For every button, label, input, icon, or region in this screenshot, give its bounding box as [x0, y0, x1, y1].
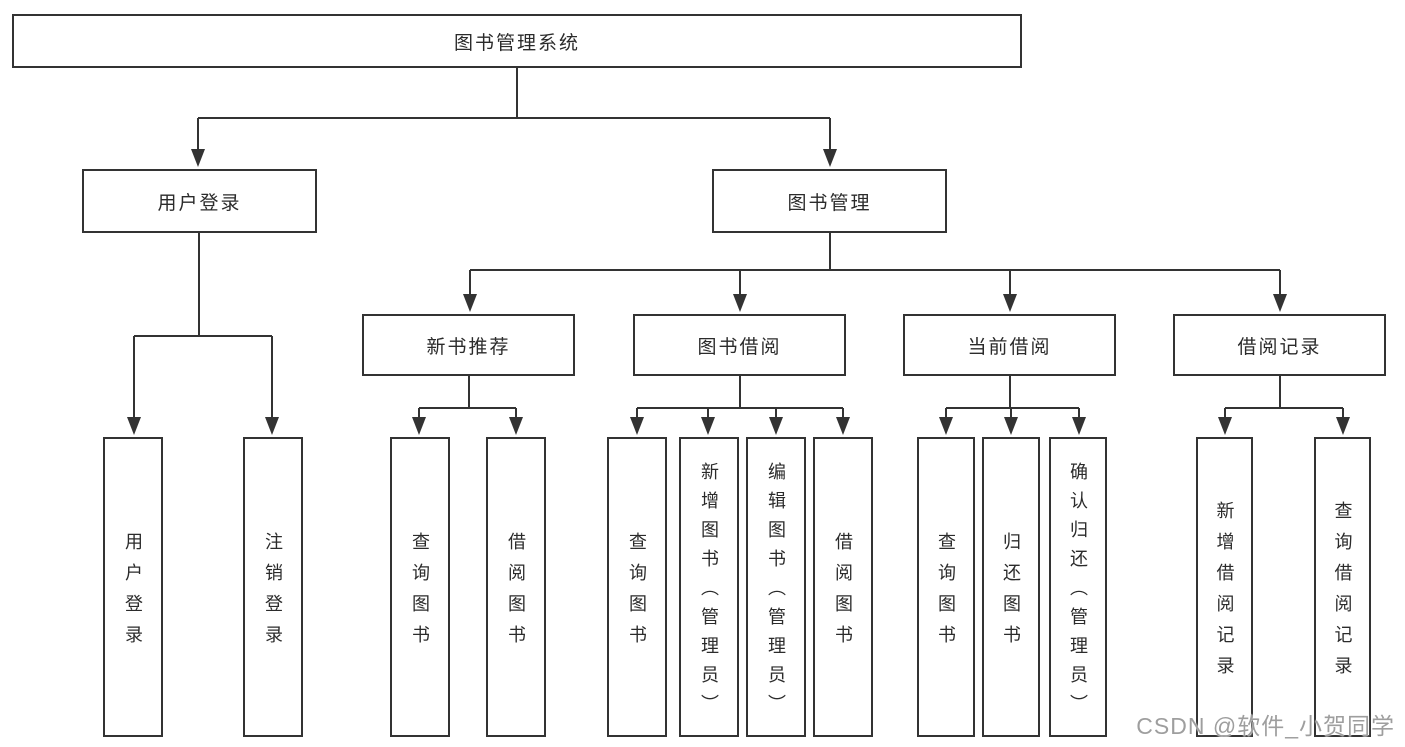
node-new-book-recommend: 新书推荐 — [362, 314, 575, 376]
node-leaf-user-login-label: 用户登录 — [123, 531, 143, 656]
node-leaf-query-books-recommend: 查询图书 — [390, 437, 450, 737]
node-book-management: 图书管理 — [712, 169, 947, 233]
node-leaf-add-books-admin-label: 新增图书（管理员） — [699, 462, 719, 723]
node-leaf-add-borrow-record: 新增借阅记录 — [1196, 437, 1253, 737]
node-book-management-label: 图书管理 — [787, 192, 872, 214]
node-leaf-add-books-admin: 新增图书（管理员） — [679, 437, 739, 737]
node-leaf-confirm-return-admin: 确认归还（管理员） — [1049, 437, 1107, 737]
node-borrowing-records-label: 借阅记录 — [1237, 336, 1322, 358]
node-leaf-borrow-books-recommend-label: 借阅图书 — [506, 531, 526, 656]
node-current-borrowing-label: 当前借阅 — [967, 336, 1052, 358]
node-leaf-query-books-current: 查询图书 — [917, 437, 975, 737]
node-leaf-confirm-return-admin-label: 确认归还（管理员） — [1068, 462, 1088, 723]
node-leaf-return-books-label: 归还图书 — [1001, 531, 1021, 656]
node-leaf-query-books-borrow: 查询图书 — [607, 437, 667, 737]
node-leaf-borrow-books-recommend: 借阅图书 — [486, 437, 546, 737]
node-leaf-borrow-books-label: 借阅图书 — [833, 531, 853, 656]
node-new-book-recommend-label: 新书推荐 — [426, 336, 511, 358]
node-library-system: 图书管理系统 — [12, 14, 1022, 68]
node-user-login-label: 用户登录 — [157, 192, 242, 214]
node-leaf-edit-books-admin: 编辑图书（管理员） — [746, 437, 806, 737]
node-leaf-query-books-current-label: 查询图书 — [936, 531, 956, 656]
node-library-system-label: 图书管理系统 — [453, 32, 580, 54]
node-leaf-query-borrow-record-label: 查询借阅记录 — [1332, 500, 1353, 687]
node-leaf-query-borrow-record: 查询借阅记录 — [1314, 437, 1371, 737]
node-leaf-query-books-recommend-label: 查询图书 — [410, 531, 430, 656]
node-user-login: 用户登录 — [82, 169, 317, 233]
node-leaf-add-borrow-record-label: 新增借阅记录 — [1214, 500, 1235, 687]
node-borrowing-records: 借阅记录 — [1173, 314, 1386, 376]
node-leaf-logout-label: 注销登录 — [263, 531, 283, 656]
node-leaf-return-books: 归还图书 — [982, 437, 1040, 737]
node-leaf-query-books-borrow-label: 查询图书 — [627, 531, 647, 656]
node-leaf-borrow-books: 借阅图书 — [813, 437, 873, 737]
node-leaf-logout: 注销登录 — [243, 437, 303, 737]
node-book-borrowing: 图书借阅 — [633, 314, 846, 376]
node-current-borrowing: 当前借阅 — [903, 314, 1116, 376]
node-leaf-user-login: 用户登录 — [103, 437, 163, 737]
node-book-borrowing-label: 图书借阅 — [697, 336, 782, 358]
csdn-watermark: CSDN @软件_小贺同学 — [1136, 713, 1395, 739]
node-leaf-edit-books-admin-label: 编辑图书（管理员） — [766, 462, 786, 723]
